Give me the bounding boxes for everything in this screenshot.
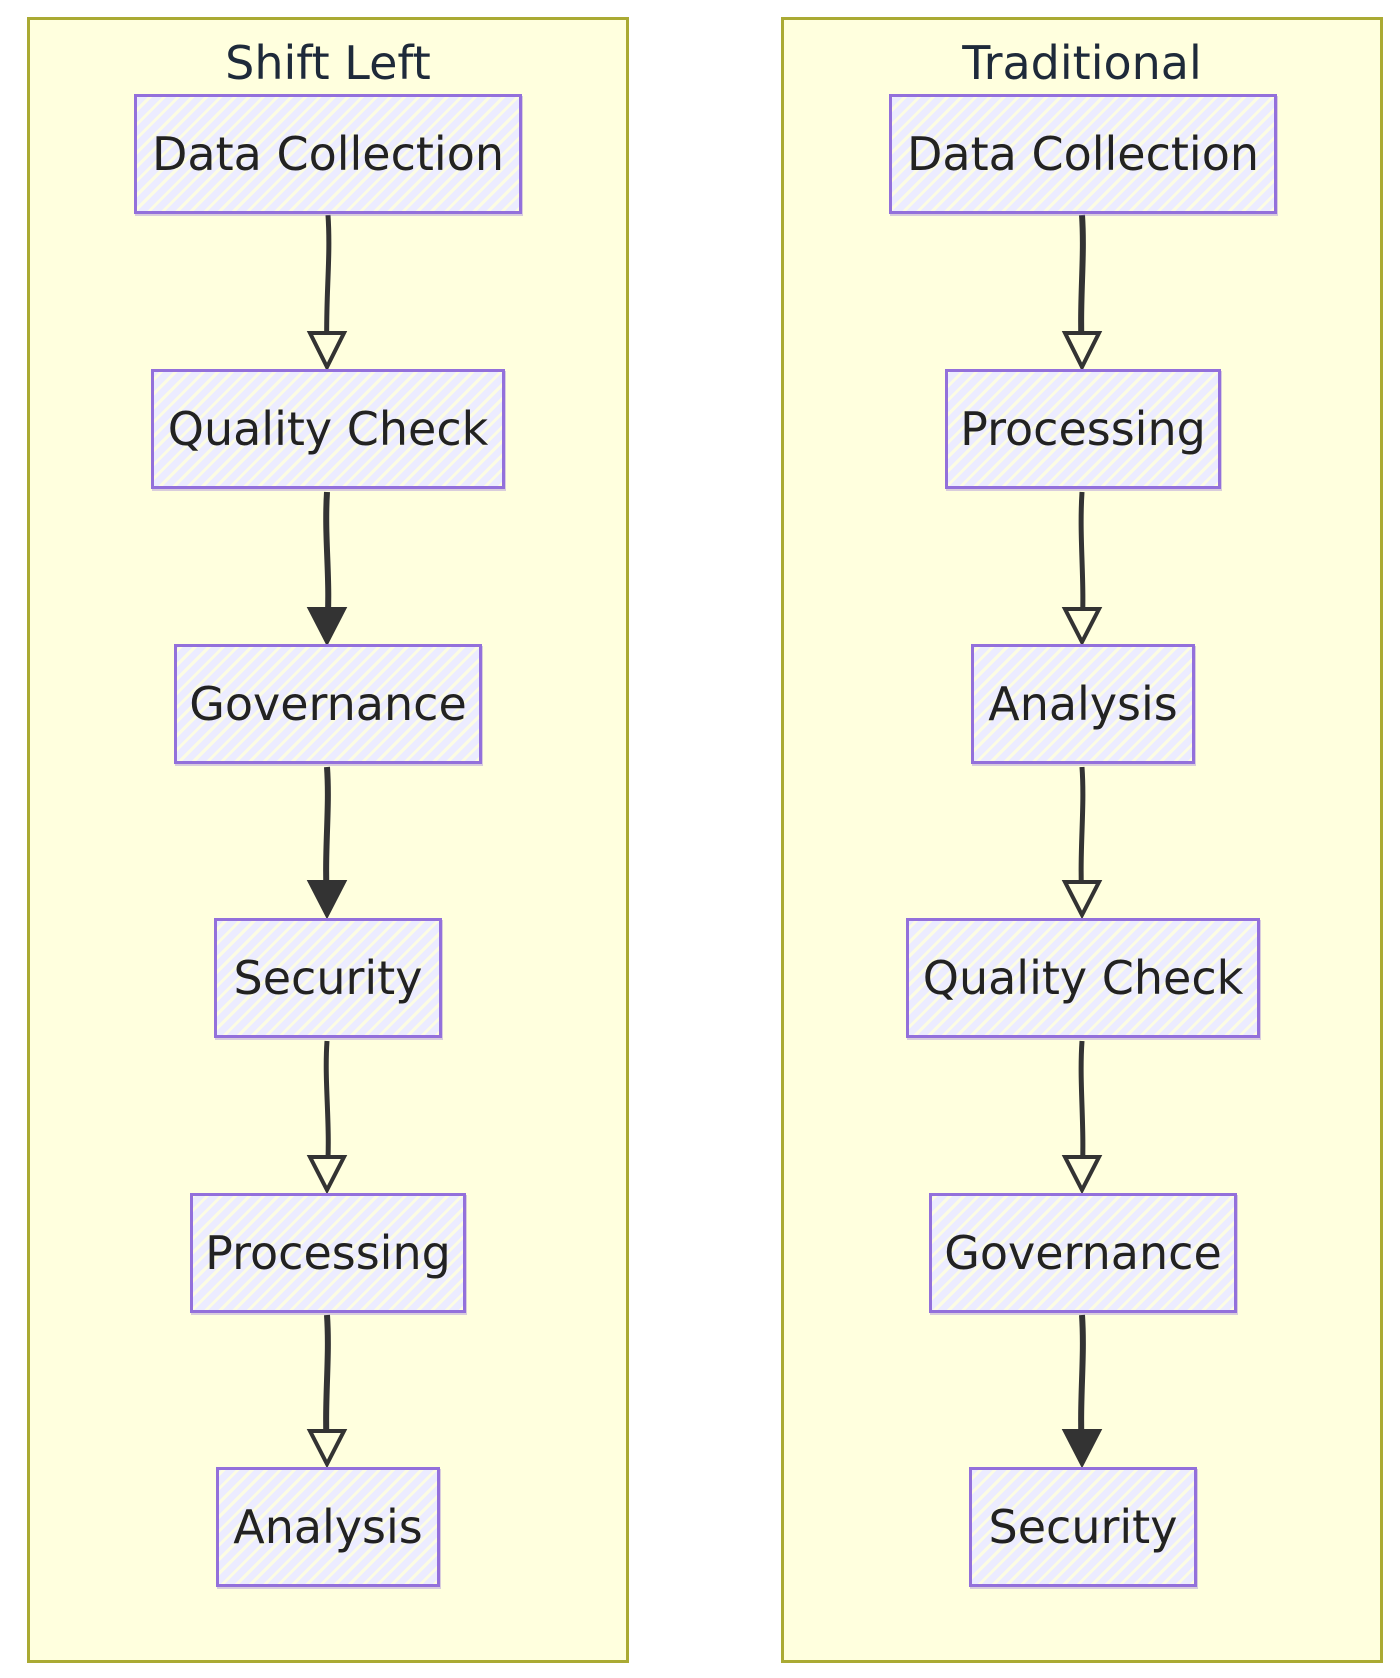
node-label: Data Collection <box>907 127 1259 181</box>
node-label: Analysis <box>988 677 1178 731</box>
node-analysis[interactable]: Analysis <box>971 644 1195 764</box>
node-label: Processing <box>960 402 1206 456</box>
node-data-collection[interactable]: Data Collection <box>889 94 1277 214</box>
node-processing[interactable]: Processing <box>190 1193 466 1313</box>
node-quality-check[interactable]: Quality Check <box>151 369 505 489</box>
node-label: Governance <box>189 677 467 731</box>
node-label: Analysis <box>233 1500 423 1554</box>
node-governance[interactable]: Governance <box>929 1193 1237 1313</box>
node-quality-check[interactable]: Quality Check <box>906 918 1260 1038</box>
node-label: Quality Check <box>922 951 1244 1005</box>
cluster-traditional: Traditional <box>781 17 1383 1663</box>
node-processing[interactable]: Processing <box>945 369 1221 489</box>
node-label: Security <box>988 1500 1178 1554</box>
node-label: Quality Check <box>167 402 489 456</box>
node-governance[interactable]: Governance <box>174 644 482 764</box>
cluster-title: Shift Left <box>225 36 431 90</box>
node-label: Security <box>233 951 423 1005</box>
node-label: Processing <box>205 1226 451 1280</box>
node-label: Data Collection <box>152 127 504 181</box>
node-label: Governance <box>944 1226 1222 1280</box>
cluster-shift-left: Shift Left <box>27 17 629 1663</box>
node-security[interactable]: Security <box>214 918 442 1038</box>
cluster-title: Traditional <box>962 36 1202 90</box>
node-analysis[interactable]: Analysis <box>216 1467 440 1587</box>
node-security[interactable]: Security <box>969 1467 1197 1587</box>
node-data-collection[interactable]: Data Collection <box>134 94 522 214</box>
